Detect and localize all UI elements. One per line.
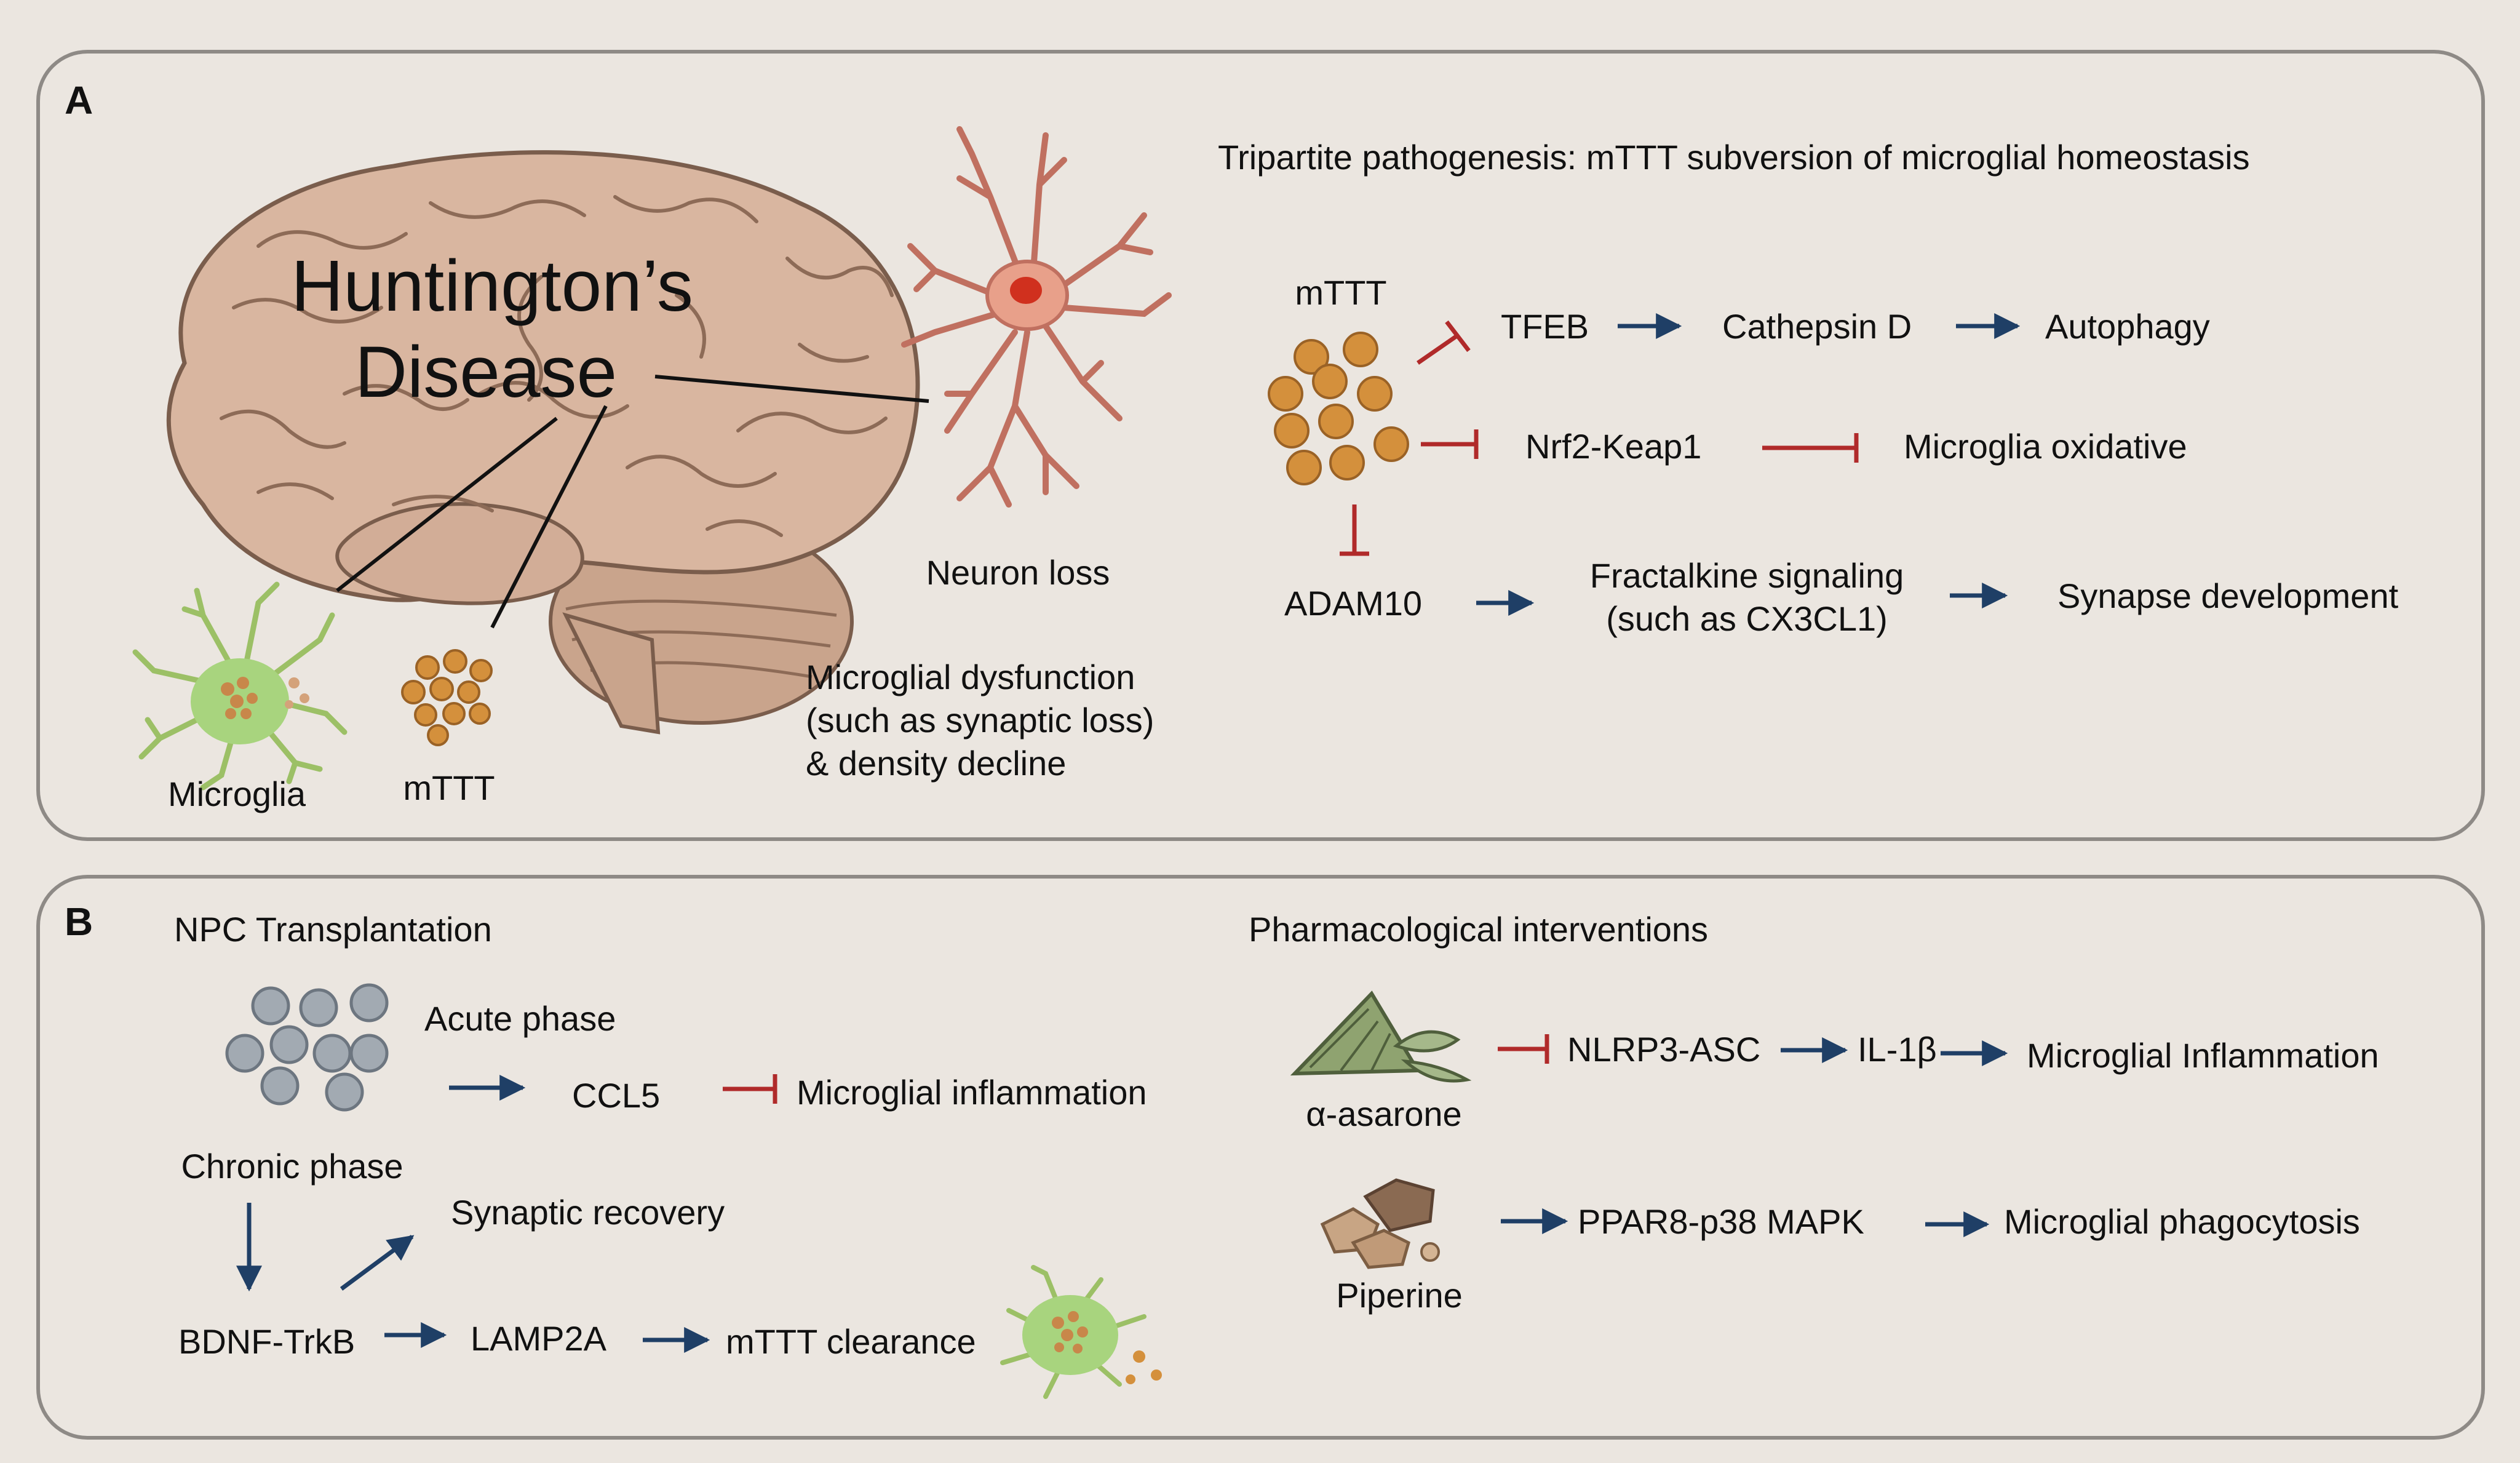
inhibit-ccl5-inflammation — [723, 1074, 777, 1104]
inhibit-nrf2-oxidative — [1762, 433, 1859, 463]
synaptic-recovery-node: Synaptic recovery — [451, 1193, 725, 1232]
inhibit-mttt-adam10 — [1340, 504, 1369, 556]
phagocytosis-node: Microglial phagocytosis — [2004, 1202, 2360, 1241]
synapse-dev-node: Synapse development — [2057, 576, 2399, 615]
pharm-title: Pharmacological interventions — [1249, 910, 1708, 949]
clearance-node: mTTT clearance — [726, 1322, 976, 1361]
inhibit-mttt-nrf2 — [1421, 429, 1479, 459]
ccl5-node: CCL5 — [572, 1076, 660, 1115]
arrow-bdnf-synaptic — [340, 1235, 415, 1291]
panel-b-frame — [36, 875, 2485, 1440]
dysfunction-line2: (such as synaptic loss) — [806, 701, 1154, 739]
brain-illustration — [166, 150, 920, 735]
pathogenesis-title: Tripartite pathogenesis: mTTT subversion… — [1218, 138, 2250, 177]
neuron-nucleus — [1010, 277, 1042, 304]
disease-title-line2: Disease — [355, 332, 617, 413]
nrf2-node: Nrf2-Keap1 — [1525, 427, 1701, 466]
oxidative-node: Microglia oxidative — [1904, 427, 2187, 466]
mttt-cluster-large — [1268, 332, 1409, 485]
disease-title-line1: Huntington’s — [291, 245, 693, 327]
il1b-node: IL-1β — [1858, 1030, 1937, 1069]
microglial-inflammation-node: Microglial Inflammation — [2027, 1036, 2379, 1075]
connector-lines — [336, 375, 929, 629]
npc-title: NPC Transplantation — [174, 910, 492, 949]
neuron-loss-label: Neuron loss — [926, 553, 1110, 592]
mttt-label: mTTT — [403, 768, 495, 807]
acute-phase-label: Acute phase — [424, 999, 616, 1038]
dysfunction-line3: & density decline — [806, 744, 1066, 783]
panel-a-letter: A — [65, 78, 93, 122]
mttt-cluster-small — [401, 649, 493, 746]
fractalkine-line1: Fractalkine signaling — [1590, 556, 1904, 595]
inhibit-mttt-tfeb — [1417, 320, 1471, 365]
inflammation-node: Microglial inflammation — [797, 1073, 1147, 1112]
inhibit-asarone-nlrp3 — [1498, 1034, 1549, 1064]
chronic-phase-label: Chronic phase — [181, 1147, 403, 1186]
tfeb-node: TFEB — [1501, 307, 1589, 346]
piperine-label: Piperine — [1336, 1276, 1462, 1315]
bdnf-node: BDNF-TrkB — [178, 1322, 355, 1361]
autophagy-node: Autophagy — [2045, 307, 2210, 346]
panel-b-letter: B — [65, 899, 93, 944]
npc-cells-icon — [225, 983, 389, 1112]
dysfunction-line1: Microglial dysfunction — [806, 658, 1135, 696]
cathepsin-node: Cathepsin D — [1722, 307, 1912, 346]
microglia-label: Microglia — [168, 775, 306, 813]
ppar-node: PPAR8-p38 MAPK — [1578, 1202, 1864, 1241]
nlrp3-node: NLRP3-ASC — [1567, 1030, 1760, 1069]
neuron-icon — [901, 126, 1172, 508]
piperine-icon — [1320, 1178, 1440, 1269]
asarone-label: α-asarone — [1306, 1094, 1461, 1133]
fractalkine-line2: (such as CX3CL1) — [1606, 599, 1888, 638]
asarone-plant-icon — [1290, 991, 1472, 1083]
lamp2a-node: LAMP2A — [471, 1319, 607, 1358]
mttt-cluster-label: mTTT — [1295, 273, 1386, 312]
microglia-clearance-icon — [1000, 1265, 1162, 1399]
microglia-icon — [132, 581, 348, 791]
adam10-node: ADAM10 — [1284, 584, 1422, 623]
